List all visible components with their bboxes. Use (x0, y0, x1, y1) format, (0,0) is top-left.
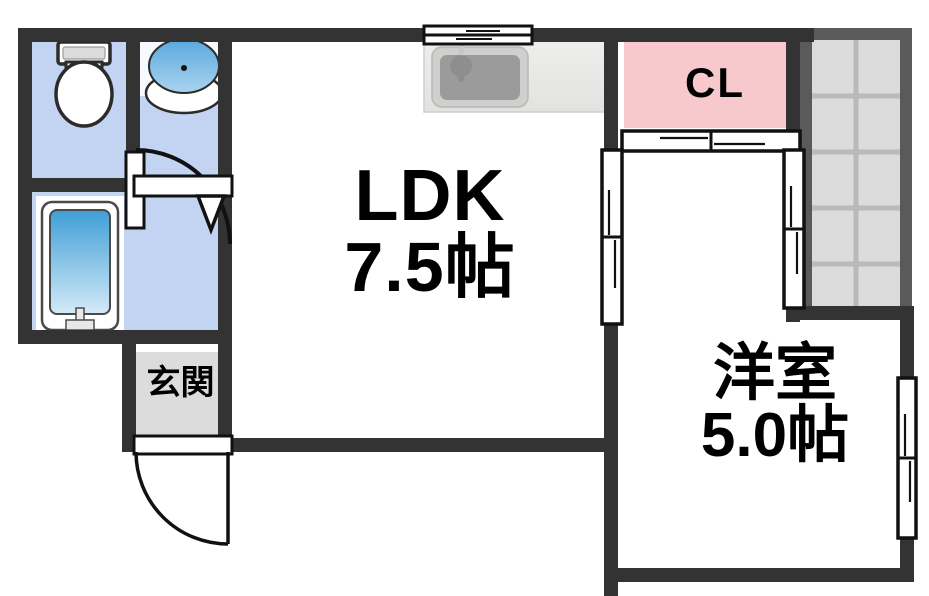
kitchen-counter (423, 38, 615, 113)
balcony-sliding-door[interactable] (782, 148, 806, 310)
entrance-door[interactable] (132, 434, 234, 546)
bedroom-window[interactable] (896, 376, 918, 540)
washbasin-icon (144, 38, 224, 115)
closet-sliding-door[interactable] (620, 129, 802, 153)
toilet-icon (54, 40, 114, 128)
kitchen-window[interactable] (422, 24, 534, 46)
kitchen-sink-icon (431, 38, 529, 108)
balcony-area (800, 28, 912, 318)
closet-area (624, 40, 800, 128)
bathtub-icon (40, 200, 120, 332)
genkan-area (136, 352, 228, 438)
toilet-folding-door[interactable] (132, 174, 234, 235)
bedroom-sliding-door[interactable] (600, 148, 624, 326)
